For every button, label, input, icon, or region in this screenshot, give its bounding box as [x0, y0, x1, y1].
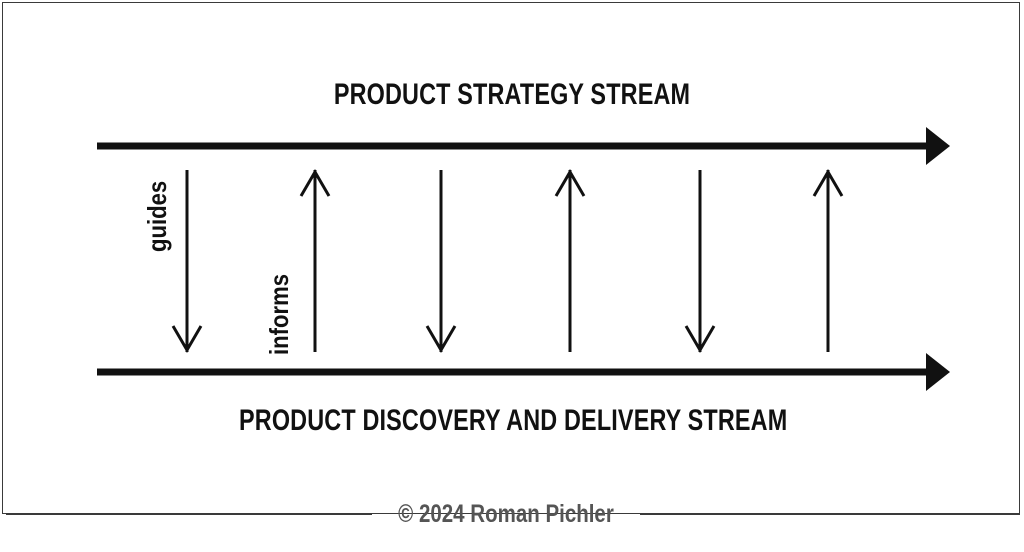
- guides-arrow: [425, 170, 457, 353]
- strategy-stream-arrow: [97, 127, 950, 165]
- guides-label: guides: [142, 180, 172, 252]
- informs-arrow: [554, 169, 586, 352]
- copyright-notice: © 2024 Roman Pichler: [398, 500, 614, 528]
- informs-arrow: [812, 169, 844, 352]
- strategy-stream-title: PRODUCT STRATEGY STREAM: [333, 78, 691, 111]
- guides-arrow: [171, 170, 203, 353]
- delivery-stream-title: PRODUCT DISCOVERY AND DELIVERY STREAM: [239, 404, 788, 437]
- diagram-frame: [2, 2, 1020, 514]
- informs-label: informs: [264, 273, 294, 355]
- footer-rule-left: [6, 514, 372, 515]
- vertical-arrows: [171, 169, 844, 353]
- informs-arrow: [299, 169, 331, 352]
- guides-arrow: [684, 170, 716, 353]
- footer-rule-right: [640, 514, 1020, 515]
- delivery-stream-arrow: [97, 353, 950, 391]
